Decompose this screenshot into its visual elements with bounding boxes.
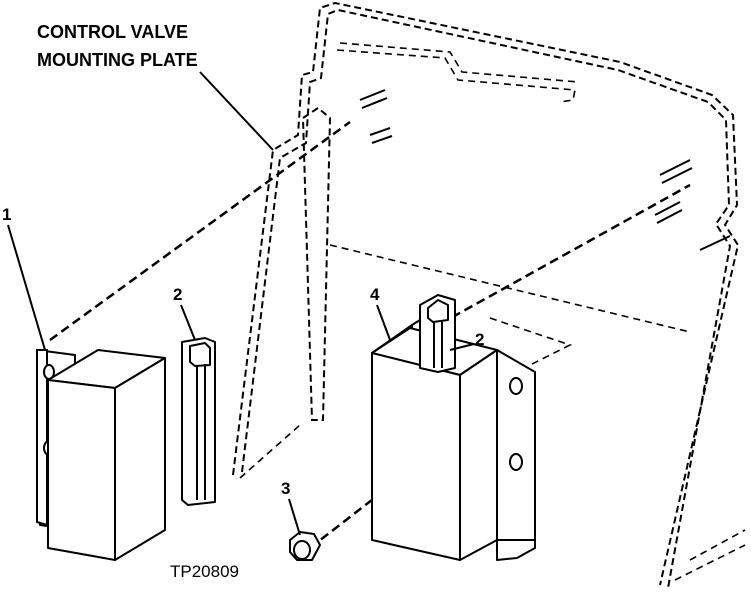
- title-line-2: MOUNTING PLATE: [37, 50, 198, 70]
- mounting-plate-outline: [232, 1, 746, 589]
- callout-3: 3: [281, 479, 290, 498]
- callout-2-left-leader: [180, 304, 196, 341]
- alignment-line-2: [439, 183, 691, 326]
- callout-2-right-leader: [449, 343, 475, 351]
- part-2-channel-right: [419, 294, 456, 373]
- callout-4-leader: [376, 304, 391, 341]
- callout-4: 4: [370, 285, 380, 304]
- figure-code: TP20809: [170, 562, 239, 581]
- callout-1-leader: [7, 224, 46, 351]
- plate-slots: [359, 89, 731, 251]
- part-2-channel-left: [181, 337, 216, 506]
- title-line-1: CONTROL VALVE: [37, 22, 188, 42]
- part-1-bracket: [36, 349, 166, 561]
- callout-3-leader: [288, 498, 301, 536]
- callout-2-right: 2: [475, 330, 484, 349]
- alignment-line-1: [49, 120, 351, 342]
- callout-1: 1: [2, 205, 11, 224]
- title-leader-line: [199, 71, 274, 151]
- callout-2-left: 2: [173, 285, 182, 304]
- part-3-nut: [289, 531, 321, 561]
